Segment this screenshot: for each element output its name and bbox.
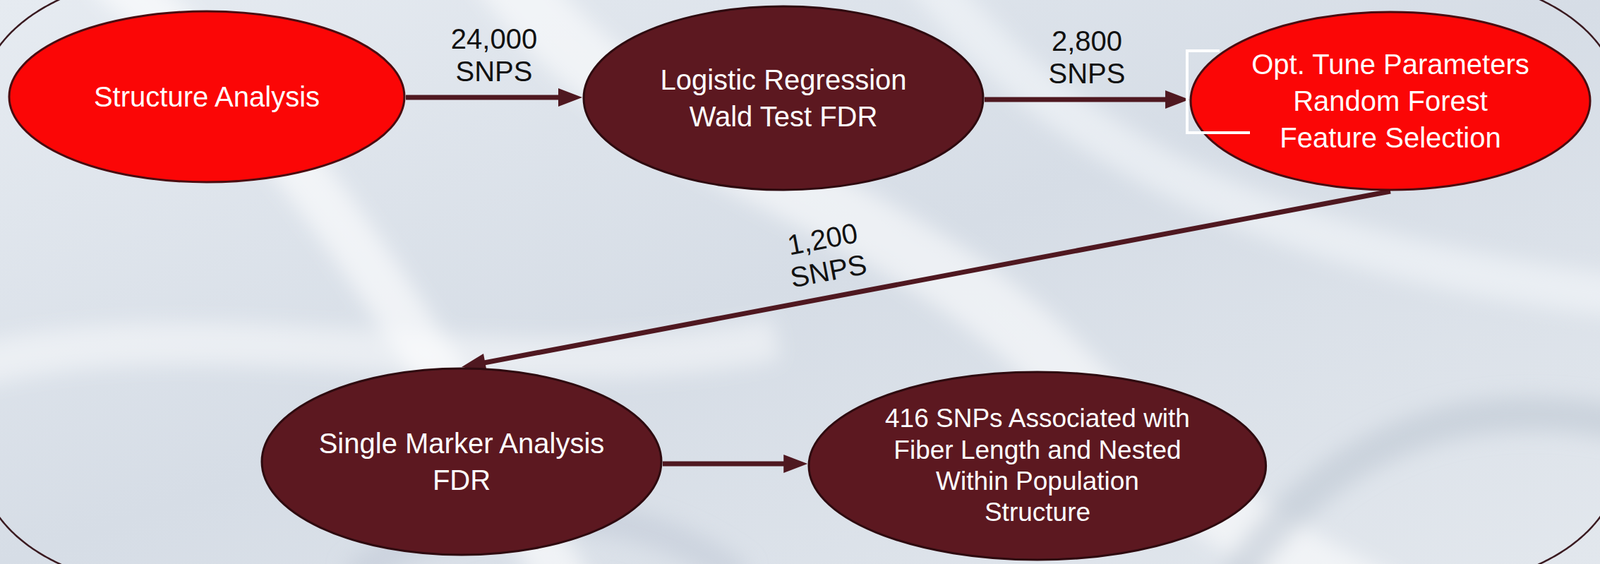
swirl	[1235, 413, 1600, 564]
ellipse-node: Single Marker Analysis FDR	[260, 367, 663, 557]
node-text-box: Logistic Regression Wald Test FDR	[642, 61, 925, 135]
node-label: 416 SNPs Associated with Fiber Length an…	[882, 402, 1193, 529]
ellipse-node: 416 SNPs Associated with Fiber Length an…	[807, 370, 1268, 562]
node-text-box: Single Marker Analysis FDR	[306, 424, 617, 499]
connector-line	[984, 97, 1176, 103]
edge-label: 24,000 SNPS	[431, 22, 556, 88]
edge-label: 1,200 SNPS	[758, 211, 893, 299]
node-label: Opt. Tune Parameters Random Forest Featu…	[1247, 45, 1534, 156]
ellipse-node: Logistic Regression Wald Test FDR	[582, 4, 985, 192]
arrow-connector	[984, 90, 1190, 109]
arrowhead	[558, 88, 583, 107]
connector-line	[475, 191, 1391, 365]
ellipse-fill	[808, 371, 1267, 560]
node-label: Logistic Regression Wald Test FDR	[642, 61, 925, 135]
ellipse-shape	[582, 4, 985, 192]
connector-line	[662, 461, 794, 467]
ellipse-fill	[9, 11, 405, 183]
arrow-connector	[405, 88, 583, 107]
ellipse-shape	[260, 367, 663, 557]
connector-line	[405, 95, 569, 101]
arrow-connector	[461, 191, 1391, 372]
node-text-box: Structure Analysis	[93, 78, 320, 116]
node-label: Structure Analysis	[93, 78, 320, 116]
node-text-box: Opt. Tune Parameters Random Forest Featu…	[1247, 45, 1534, 156]
edge-label: 2,800 SNPS	[1025, 24, 1150, 90]
swirl	[917, 0, 1600, 297]
ellipse-fill	[1190, 11, 1591, 190]
bracket	[1187, 50, 1250, 133]
arrow-connector	[662, 454, 808, 473]
arrowhead	[1165, 90, 1190, 109]
ellipse-node: Opt. Tune Parameters Random Forest Featu…	[1189, 10, 1592, 192]
ellipse-fill	[261, 368, 662, 555]
ellipse-fill	[583, 6, 984, 190]
ellipse-node: Structure Analysis	[7, 9, 406, 184]
ellipse-shape	[807, 370, 1268, 562]
arrowhead	[783, 454, 808, 473]
swirl	[0, 338, 777, 368]
node-text-box: 416 SNPs Associated with Fiber Length an…	[882, 402, 1193, 529]
node-label: Single Marker Analysis FDR	[306, 424, 617, 499]
